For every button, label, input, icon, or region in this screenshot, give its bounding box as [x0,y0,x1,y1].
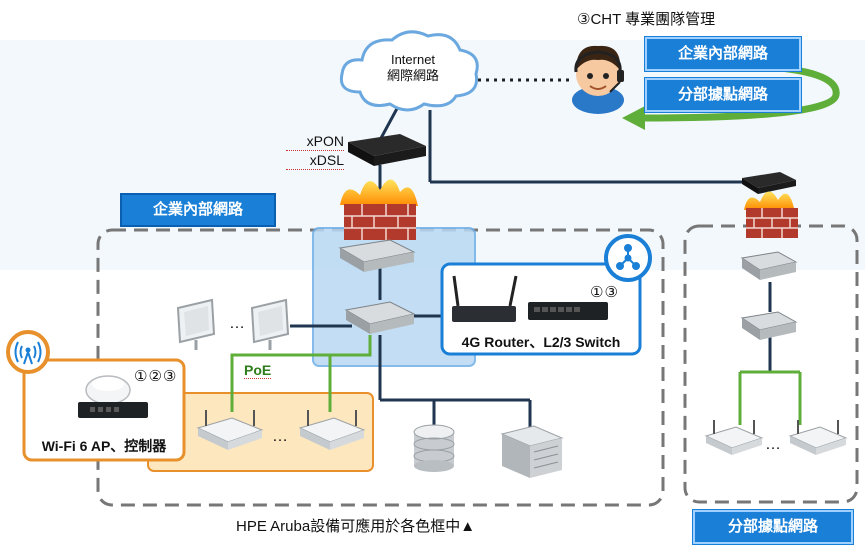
access-point-icon-2 [298,410,366,450]
internet-cloud-icon [339,30,479,112]
management-arrow [639,62,840,122]
monitor-ellipsis: … [229,315,245,332]
router-box-numbers: ①③ [590,284,619,301]
footer-note: HPE Aruba設備可應用於各色框中▲ [236,518,476,535]
router-box-label: 4G Router、L2/3 Switch [461,334,621,350]
network-topology-icon [604,234,652,282]
wifi-controller-icon [78,402,148,418]
access-point-icon-1 [196,410,264,450]
internet-label-line2: 網際網路 [386,68,439,83]
branch-switch-2-icon [740,311,798,340]
ap-ellipsis: … [272,428,288,445]
cht-tab-enterprise: 企業內部網路 [645,37,801,71]
core-switch-2-icon [344,301,416,334]
4g-router-icon [452,275,518,322]
modem-label: xPON xDSL [286,132,344,170]
internet-label-line1: Internet [390,52,436,67]
branch-firewall-icon [744,191,798,238]
branch-access-point-icon-2 [788,420,848,455]
wifi-antenna-icon [6,330,50,374]
poe-line [230,335,372,412]
cht-management-label: ③CHT 專業團隊管理 [577,11,716,28]
server-icon [500,425,564,478]
modem-label-line2: xDSL [286,151,344,170]
modem-icon [348,134,426,166]
firewall-icon [340,179,418,240]
branch-switch-1-icon [740,251,798,280]
core-switch-1-icon [338,239,416,272]
enterprise-header: 企業內部網路 [120,193,276,227]
wifi6-ap-icon [85,375,131,405]
monitor-icon-1 [176,298,216,350]
monitor-icon-2 [250,298,290,350]
internet-label: Internet 網際網路 [378,52,448,84]
cht-tab-branch: 分部據點網路 [645,78,801,112]
branch-ap-ellipsis: … [765,436,781,453]
support-agent-avatar [572,45,624,114]
poe-label: PoE [244,362,272,379]
management-arrow-head [622,106,645,130]
l2-l3-switch-icon [528,302,608,320]
modem-label-line1: xPON [286,132,344,151]
branch-modem-icon [742,172,796,194]
branch-access-point-icon-1 [704,420,764,455]
wifi-box-numbers: ①②③ [134,368,178,385]
wifi-box-label: Wi-Fi 6 AP、控制器 [41,438,167,454]
database-icon [413,424,455,472]
branch-footer: 分部據點網路 [693,510,853,544]
